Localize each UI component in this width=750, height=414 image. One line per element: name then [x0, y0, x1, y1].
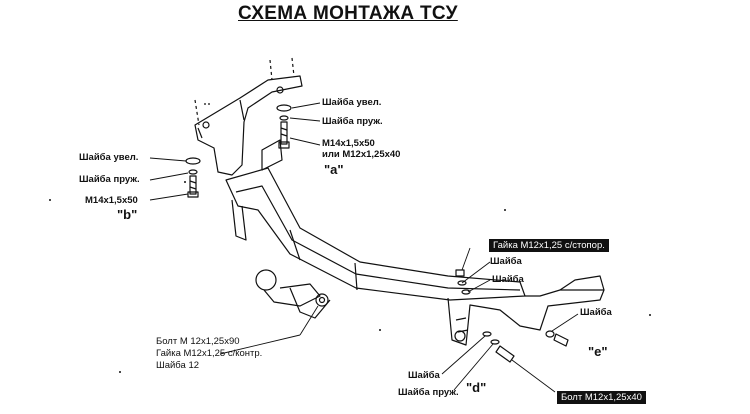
leader-lines [149, 102, 579, 393]
upper-bracket [194, 57, 303, 176]
label-b-washer-large: Шайба увел. [79, 152, 139, 163]
label-a-bolt-alt: или M12x1,25x40 [322, 149, 401, 160]
sketch-dots [49, 181, 651, 373]
label-d-washer: Шайба [408, 370, 440, 381]
label-nut-box: Гайка M12x1,25 с/стопор. [489, 239, 609, 252]
cross-beam [225, 167, 526, 301]
label-d-washer-spring: Шайба пруж. [398, 387, 459, 398]
label-e-washer: Шайба [580, 307, 612, 318]
fastener-d [482, 331, 515, 363]
label-ball-nut: Гайка M12x1,25 с/контр. [156, 348, 263, 359]
label-a-washer-spring: Шайба пруж. [322, 116, 383, 127]
label-b-bolt: M14x1,5x50 [85, 195, 138, 206]
label-upper-washer-1: Шайба [490, 256, 522, 267]
fastener-e [545, 330, 569, 347]
label-ball-washer: Шайба 12 [156, 360, 200, 371]
tow-ball [255, 269, 331, 319]
label-bolt-box: Болт M12x1,25x40 [557, 391, 646, 404]
label-a-washer-large: Шайба увел. [322, 97, 382, 108]
label-b-washer-spring: Шайба пруж. [79, 174, 140, 185]
fastener-a [276, 104, 292, 149]
right-bracket [447, 275, 605, 346]
fastener-b [185, 157, 201, 198]
fastener-upper-nuts [455, 269, 471, 295]
tag-d: "d" [466, 380, 487, 395]
label-ball-bolt: Болт M 12x1,25x90 [156, 336, 240, 347]
label-upper-washer-2: Шайба [492, 274, 524, 285]
page-title: СХЕМА МОНТАЖА ТСУ [238, 3, 458, 24]
tag-e: "e" [588, 344, 608, 359]
tag-a: "a" [324, 162, 344, 177]
tag-b: "b" [117, 207, 138, 222]
label-a-bolt: M14x1,5x50 [322, 138, 375, 149]
